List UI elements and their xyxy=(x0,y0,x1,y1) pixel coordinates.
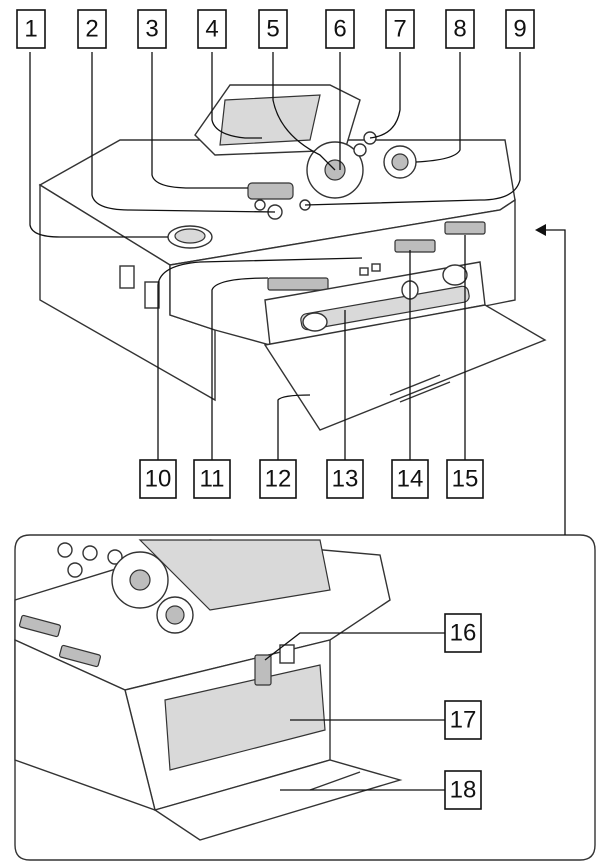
connector-arrow xyxy=(535,224,566,535)
callout-9: 9 xyxy=(513,16,526,43)
callout-16: 16 xyxy=(450,620,477,647)
callout-3: 3 xyxy=(145,16,158,43)
card-slot-left xyxy=(267,277,329,291)
callout-4: 4 xyxy=(205,16,218,43)
callout-11: 11 xyxy=(200,466,225,493)
tray-door xyxy=(263,304,547,431)
printer-main xyxy=(38,84,547,431)
callout-17: 17 xyxy=(450,707,477,734)
printer-inset xyxy=(14,539,403,841)
callout-1: 1 xyxy=(24,16,37,43)
card-slot-mid xyxy=(394,239,436,253)
callout-2: 2 xyxy=(85,16,98,43)
inset-frame xyxy=(14,534,596,861)
callout-12: 12 xyxy=(265,466,292,493)
callout-6: 6 xyxy=(333,16,346,43)
callouts-bottom: 10 11 12 13 14 15 xyxy=(139,459,484,499)
button-cluster xyxy=(247,182,294,200)
callout-15: 15 xyxy=(452,466,479,493)
callout-18: 18 xyxy=(450,777,477,804)
callout-8: 8 xyxy=(453,16,466,43)
callouts-inset: 16 17 18 xyxy=(444,613,482,810)
callout-13: 13 xyxy=(332,466,359,493)
card-slot-right xyxy=(444,221,486,235)
eject-lever xyxy=(254,654,272,686)
inset-lcd xyxy=(138,539,331,611)
callout-14: 14 xyxy=(397,466,424,493)
leader-lines xyxy=(29,52,521,791)
roller-assembly xyxy=(300,285,470,331)
callouts-top: 1 2 3 4 5 6 7 8 9 xyxy=(16,9,535,49)
callout-7: 7 xyxy=(393,16,406,43)
lcd-screen xyxy=(219,94,321,146)
callout-5: 5 xyxy=(266,16,279,43)
callout-10: 10 xyxy=(145,466,172,493)
